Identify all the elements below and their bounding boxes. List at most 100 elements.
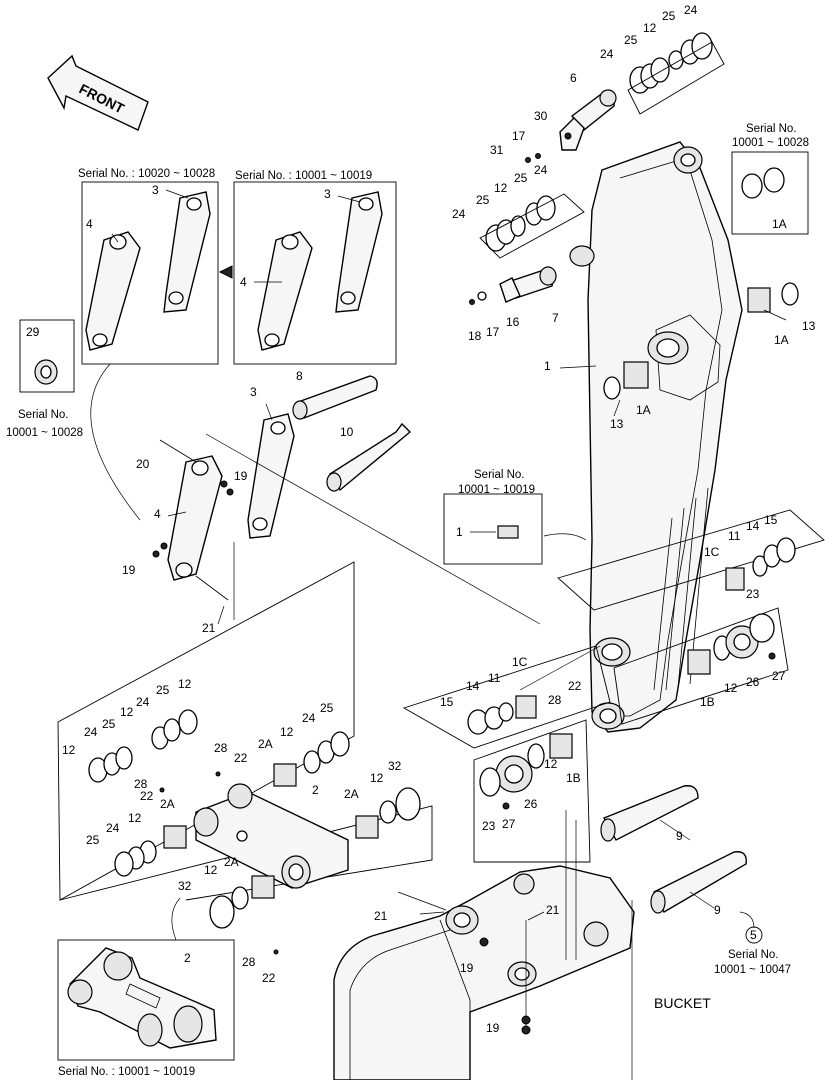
serial-mid-range: 10001 ~ 10019 (458, 484, 535, 496)
callout-label: 14 (746, 519, 760, 533)
callout-label: 19 (486, 1021, 500, 1035)
callout-label: 12 (120, 705, 134, 719)
callout-label: 8 (296, 369, 303, 383)
callout-label: 24 (136, 695, 150, 709)
callout-label: 26 (524, 797, 538, 811)
serial-bottom-left: Serial No. : 10001 ~ 10019 (58, 1066, 195, 1078)
callout-label: 1 (544, 359, 551, 373)
callout-label: 19 (122, 563, 136, 577)
pin-7-part (499, 266, 557, 303)
callout-label: 20 (136, 457, 150, 471)
callout-label: 7 (552, 311, 559, 325)
callout-label: 29 (26, 325, 40, 339)
bushing-1C-right-part (725, 537, 796, 591)
callout-label: 25 (514, 171, 528, 185)
callout-label: 6 (570, 71, 577, 85)
callout-label: 24 (534, 163, 548, 177)
callout-label: 23 (746, 587, 760, 601)
pin-6-part (559, 89, 617, 151)
callout-label: 25 (320, 701, 334, 715)
callout-labels: 24 25 12 25 24 6 30 17 31 12 25 24 24 25… (26, 3, 816, 1035)
front-arrow-icon: FRONT (47, 54, 149, 131)
callout-label: 28 (134, 777, 148, 791)
bolt-17-part (469, 153, 541, 305)
callout-label: 12 (128, 811, 142, 825)
link-4-part-c (167, 455, 223, 581)
callout-label: 17 (486, 325, 500, 339)
callout-label: 24 (600, 47, 614, 61)
ring-set-mid (485, 195, 556, 252)
callout-label: 25 (662, 9, 676, 23)
callout-label: 11 (728, 529, 741, 543)
pin-10-part (326, 422, 412, 492)
callout-label: 24 (302, 711, 316, 725)
callout-label: 21 (202, 621, 216, 635)
callout-label: 24 (684, 3, 698, 17)
callout-label: 12 (62, 743, 76, 757)
ring-set-top (629, 32, 713, 94)
serial-top-right-range: 10001 ~ 10028 (732, 137, 809, 149)
callout-label: 4 (154, 507, 161, 521)
pin-9-lower-part (650, 851, 747, 914)
callout-label: 32 (388, 759, 402, 773)
callout-label: 22 (140, 789, 154, 803)
callout-label: 12 (724, 681, 738, 695)
circled-ref: 5 (750, 928, 757, 942)
callout-label: 1A (772, 217, 787, 231)
callout-label: 28 (214, 741, 228, 755)
callout-label: 27 (502, 817, 516, 831)
serial-mid-title: Serial No. (474, 469, 525, 481)
serial-bottom-right-title: Serial No. (728, 949, 779, 961)
callout-label: 4 (240, 275, 247, 289)
link-3-part-b (335, 191, 383, 313)
callout-label: 21 (546, 903, 560, 917)
callout-label: 1B (566, 771, 581, 785)
callout-label: 3 (250, 385, 257, 399)
callout-label: 2A (224, 855, 239, 869)
callout-label: 19 (234, 469, 248, 483)
pin-8-part (292, 375, 378, 420)
bushing-2A-parts (114, 787, 421, 929)
callout-label: 27 (772, 669, 786, 683)
callout-label: 23 (482, 819, 496, 833)
serial-bottom-right-range: 10001 ~ 10047 (714, 964, 791, 976)
callout-label: 24 (452, 207, 466, 221)
callout-label: 2A (160, 797, 175, 811)
callout-label: 11 (488, 671, 501, 685)
callout-label: 24 (106, 821, 120, 835)
bushing-1A-top-part (741, 167, 785, 199)
callout-label: 18 (468, 329, 482, 343)
callout-label: 4 (86, 217, 93, 231)
link-2-detail-part (67, 947, 217, 1049)
callout-label: 22 (234, 751, 248, 765)
callout-label: 25 (624, 33, 638, 47)
callout-label: 2 (184, 951, 191, 965)
callout-label: 13 (802, 319, 816, 333)
callout-label: 3 (152, 183, 159, 197)
callout-label: 28 (548, 693, 562, 707)
callout-label: 30 (534, 109, 548, 123)
callout-label: 15 (440, 695, 454, 709)
callout-label: 1A (774, 333, 789, 347)
callout-label: 17 (512, 129, 526, 143)
callout-label: 25 (476, 193, 490, 207)
callout-label: 1 (456, 525, 463, 539)
callout-label: 22 (568, 679, 582, 693)
bushing-1B-right-part (687, 613, 776, 675)
ring-set-lower-mid (273, 731, 350, 787)
callout-label: 15 (764, 513, 778, 527)
callout-label: 1C (512, 655, 528, 669)
callout-label: 12 (370, 771, 384, 785)
serial-left-title: Serial No. (18, 409, 69, 421)
callout-label: 2A (344, 787, 359, 801)
ring-set-lower-left (88, 709, 198, 783)
callout-label: 31 (490, 143, 504, 157)
serial-top-mid: Serial No. : 10001 ~ 10019 (235, 170, 372, 182)
serial-top-left: Serial No. : 10020 ~ 10028 (78, 168, 215, 180)
callout-label: 12 (643, 21, 657, 35)
bushing-1B-left-part (479, 733, 573, 810)
callout-label: 21 (374, 909, 388, 923)
serial-top-right-title: Serial No. (746, 123, 797, 135)
callout-label: 28 (242, 955, 256, 969)
callout-label: 12 (544, 757, 558, 771)
